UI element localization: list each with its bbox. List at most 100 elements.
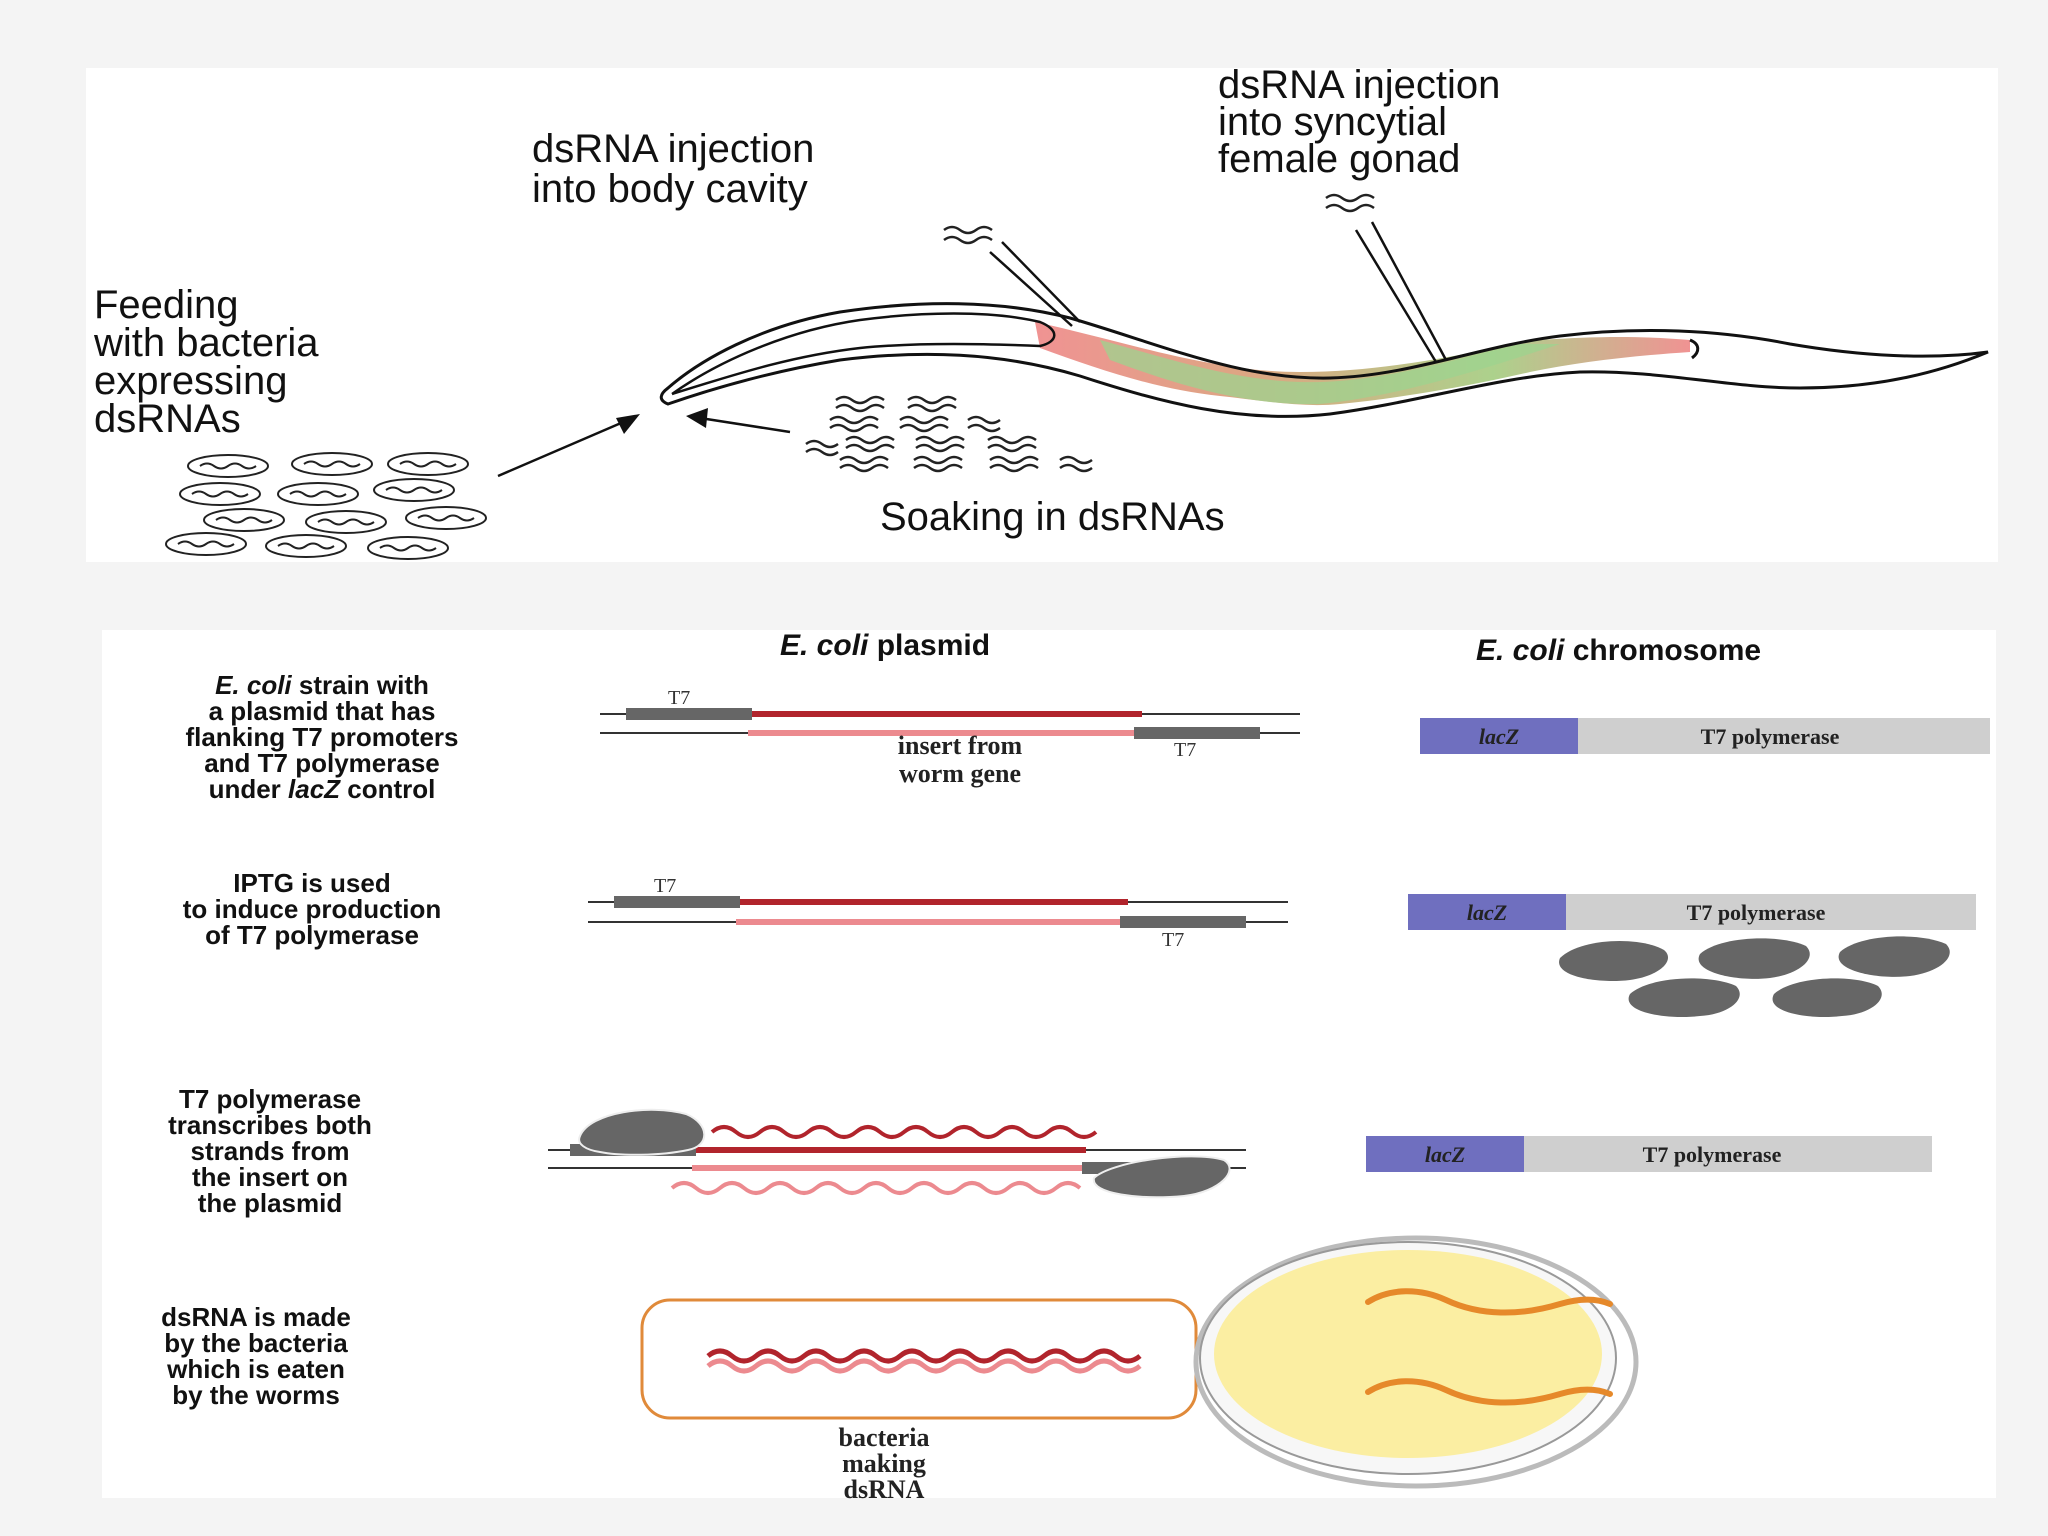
svg-text:of T7 polymerase: of T7 polymerase — [205, 920, 419, 950]
polymerase-blob-icon — [1698, 938, 1810, 979]
petri-dish-agar — [1214, 1250, 1602, 1458]
bacterium-cell — [640, 1298, 1198, 1420]
insert-label-line2: worm gene — [899, 759, 1021, 788]
bacterial-streak-bottom — [1365, 1378, 1613, 1406]
bacterium-icon — [291, 452, 373, 476]
lacz-box — [1420, 718, 1578, 754]
polymerase-blob-icon — [1092, 1155, 1231, 1199]
t7-label-bottom: T7 — [1174, 739, 1196, 761]
svg-text:T7 polymerase: T7 polymerase — [179, 1084, 361, 1114]
bacteria-label-line1: bacteria — [839, 1423, 930, 1452]
svg-text:under lacZ control: under lacZ control — [209, 774, 436, 804]
label-injection-gonad-line3: female gonad — [1218, 137, 1460, 181]
t7-polymerase-box — [1566, 894, 1976, 930]
t7-polymerase-label: T7 polymerase — [1701, 724, 1840, 749]
polymerase-blob-icon — [1838, 936, 1950, 977]
lacz-label: lacZ — [1467, 900, 1507, 925]
bacteria-label-line3: dsRNA — [844, 1475, 925, 1504]
bacterium-icon — [203, 508, 285, 532]
worm-pharynx — [671, 312, 1056, 396]
t7-polymerase-label: T7 polymerase — [1687, 900, 1826, 925]
label-injection-body-line2: into body cavity — [532, 167, 808, 211]
insert-label-line1: insert from — [898, 731, 1023, 760]
label-feeding-line3: expressing — [94, 359, 287, 403]
polymerase-blob-icon — [1559, 940, 1669, 982]
t7-polymerase-box — [1524, 1136, 1932, 1172]
bacteria-label-line2: making — [842, 1449, 926, 1478]
label-soaking: Soaking in dsRNAs — [880, 495, 1225, 539]
step4-bacterium: bacteria making dsRNA — [640, 1298, 1198, 1504]
bacterium-icon — [367, 536, 449, 560]
step1-chromosome: lacZ T7 polymerase — [1420, 718, 1990, 754]
label-injection-gonad-line2: into syncytial — [1218, 100, 1447, 144]
svg-text:which is eaten: which is eaten — [166, 1354, 345, 1384]
label-injection-gonad-line1: dsRNA injection — [1218, 63, 1500, 107]
polymerase-blob-icon — [578, 1108, 706, 1156]
rna-transcript-top — [710, 1125, 1098, 1139]
worm-tail-detail — [1689, 338, 1700, 360]
bacterium-icon — [265, 534, 347, 558]
dsrna-strand-dark — [706, 1348, 1142, 1364]
svg-text:to induce production: to induce production — [183, 894, 442, 924]
svg-text:dsRNA is made: dsRNA is made — [161, 1302, 351, 1332]
step3-plasmid — [548, 1108, 1246, 1199]
label-feeding-line2: with bacteria — [93, 321, 319, 365]
t7-polymerase-molecules — [1559, 936, 1950, 1018]
lacz-box — [1366, 1136, 1524, 1172]
arrow-soaking — [686, 408, 791, 434]
step2-description: IPTG is used to induce production of T7 … — [183, 868, 442, 950]
bacterium-icon — [277, 482, 359, 506]
svg-text:a plasmid that has: a plasmid that has — [209, 696, 436, 726]
t7-label-bottom: T7 — [1162, 929, 1184, 951]
svg-text:by the worms: by the worms — [172, 1380, 340, 1410]
bacterium-icon — [165, 532, 247, 556]
dsrna-strand-light — [706, 1358, 1142, 1374]
top-panel: dsRNA injection into body cavity dsRNA i… — [86, 63, 1998, 562]
t7-polymerase-label: T7 polymerase — [1643, 1142, 1782, 1167]
svg-text:the plasmid: the plasmid — [198, 1188, 342, 1218]
t7-promoter-box — [1120, 916, 1246, 928]
feeding-bacteria-group — [165, 452, 487, 560]
worm-illustration — [659, 302, 1989, 418]
lacz-box — [1408, 894, 1566, 930]
svg-text:E. coli strain with: E. coli strain with — [215, 670, 429, 700]
bacterium-icon — [187, 454, 269, 478]
petri-dish-rim-outer — [1193, 1235, 1639, 1489]
step3-chromosome: lacZ T7 polymerase — [1366, 1136, 1932, 1172]
rna-transcript-bottom — [670, 1181, 1082, 1195]
bacterium-icon — [405, 506, 487, 530]
bacterium-icon — [305, 510, 387, 534]
header-chromosome: E. coli chromosome — [1476, 634, 1761, 667]
worm-gonad-green — [1100, 340, 1560, 405]
worm-outline — [659, 302, 1989, 418]
bottom-panel: E. coli plasmid E. coli chromosome E. co… — [102, 629, 1996, 1504]
top-panel-background — [86, 68, 1998, 562]
step4-description: dsRNA is made by the bacteria which is e… — [161, 1302, 351, 1410]
step3-description: T7 polymerase transcribes both strands f… — [168, 1084, 372, 1218]
bacterium-icon — [387, 452, 469, 476]
t7-label-top: T7 — [654, 875, 676, 897]
step2-chromosome: lacZ T7 polymerase — [1408, 894, 1976, 1018]
t7-promoter-box — [1134, 727, 1260, 739]
svg-text:strands from: strands from — [191, 1136, 350, 1166]
lacz-label: lacZ — [1479, 724, 1519, 749]
dsrna-squiggle-body — [943, 225, 993, 245]
bacterium-icon — [373, 478, 455, 502]
step1-description: E. coli strain with a plasmid that has f… — [185, 670, 458, 804]
arrow-feeding — [497, 414, 640, 478]
svg-text:flanking T7 promoters: flanking T7 promoters — [185, 722, 458, 752]
soaking-dsrna-group — [805, 395, 1093, 473]
t7-promoter-box — [626, 708, 752, 720]
bacterial-streak-top — [1365, 1288, 1613, 1316]
petri-dish — [1193, 1235, 1639, 1489]
step1-plasmid: T7 T7 insert from worm gene — [600, 687, 1300, 788]
needle-gonad — [1325, 193, 1448, 363]
polymerase-blob-icon — [1628, 978, 1740, 1018]
t7-promoter-box — [614, 896, 740, 908]
t7-polymerase-box — [1578, 718, 1990, 754]
label-feeding-line4: dsRNAs — [94, 397, 241, 441]
svg-text:by the bacteria: by the bacteria — [164, 1328, 348, 1358]
bacterium-icon — [179, 482, 261, 506]
dsrna-squiggle-gonad — [1325, 193, 1375, 213]
